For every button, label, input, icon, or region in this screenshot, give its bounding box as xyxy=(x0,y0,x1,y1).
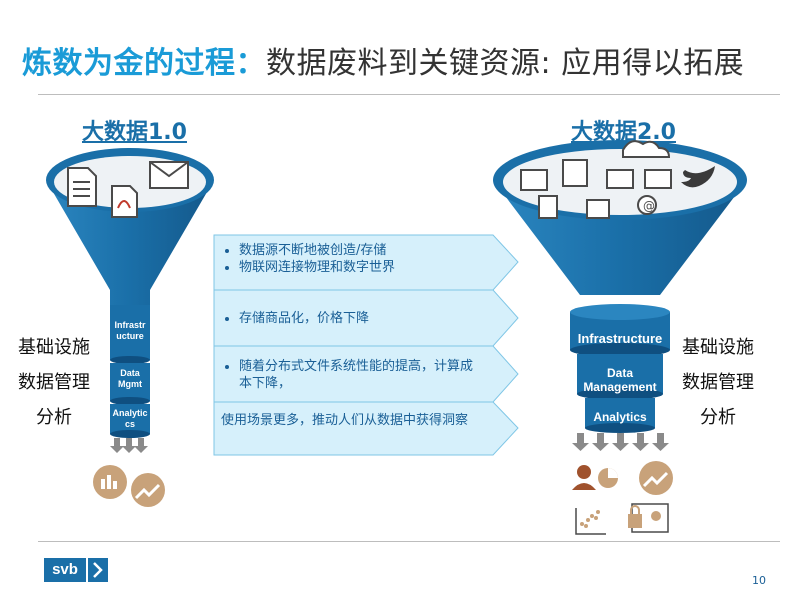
file-icon-2 xyxy=(586,199,610,219)
right-output-arrows xyxy=(572,433,669,451)
left-label-data-management: 数据管理 xyxy=(18,372,90,393)
left-heading: 大数据1.0 xyxy=(82,120,187,145)
svb-logo-text: svb xyxy=(44,558,86,582)
file-icon xyxy=(538,195,558,219)
left-label-infrastructure: 基础设施 xyxy=(18,337,90,358)
right-funnel-icons: @ xyxy=(520,140,715,219)
scatter-icon xyxy=(580,510,600,528)
svb-logo: svb xyxy=(44,558,108,582)
arrow-item-1: 数据源不断地被创造/存储 物联网连接物理和数字世界 xyxy=(221,242,491,276)
laptop-icon xyxy=(644,169,672,189)
arrow-shapes xyxy=(213,234,519,456)
left-layer-data-mgmt: Data Mgmt xyxy=(118,368,142,389)
arrow-item-4: 使用场景更多，推动人们从数据中获得洞察 xyxy=(221,413,469,428)
right-layer-infrastructure: Infrastructure xyxy=(577,331,663,346)
phone-icon xyxy=(562,159,588,187)
arrow-1-bullet-2: 物联网连接物理和数字世界 xyxy=(239,259,491,276)
arrow-3-bullet-1: 随着分布式文件系统性能的提高，计算成本下降， xyxy=(239,358,483,392)
right-layer-analytics: Analytics xyxy=(593,410,647,424)
arrow-item-2: 存储商品化，价格下降 xyxy=(221,310,491,327)
right-label-data-management: 数据管理 xyxy=(682,372,754,393)
bird-icon xyxy=(681,166,715,188)
monitor-icon xyxy=(606,169,634,189)
left-label-analytics: 分析 xyxy=(36,407,72,428)
title-rest: 数据废料到关键资源: 应用得以拓展 xyxy=(266,46,745,81)
at-symbol-icon: @ xyxy=(643,199,655,213)
title-accent: 炼数为金的过程： xyxy=(22,46,266,81)
trend-icon xyxy=(639,461,673,495)
arrow-1-bullet-1: 数据源不断地被创造/存储 xyxy=(239,242,491,259)
cloud-icon xyxy=(622,140,671,158)
lock-icon xyxy=(628,514,642,528)
people-icon xyxy=(577,465,591,479)
document-icon xyxy=(67,161,189,218)
image-icon xyxy=(520,169,548,191)
page-title: 炼数为金的过程：数据废料到关键资源: 应用得以拓展 xyxy=(22,38,744,82)
right-layer-data-management: Data Management xyxy=(583,366,657,394)
arrow-item-3: 随着分布式文件系统性能的提高，计算成本下降， xyxy=(221,358,483,392)
email-at-icon xyxy=(637,195,657,215)
chevron-right-icon xyxy=(88,558,108,582)
right-label-analytics: 分析 xyxy=(700,407,736,428)
left-layer-analytics: Analytic cs xyxy=(112,408,148,429)
footer-divider xyxy=(38,541,780,542)
arrow-list: 数据源不断地被创造/存储 物联网连接物理和数字世界 存储商品化，价格下降 随着分… xyxy=(213,234,525,456)
right-output-icons xyxy=(572,461,673,535)
left-output-arrows xyxy=(110,438,148,453)
right-label-infrastructure: 基础设施 xyxy=(682,337,754,358)
left-output-icons xyxy=(93,465,165,507)
arrow-2-bullet-1: 存储商品化，价格下降 xyxy=(239,310,491,327)
title-divider xyxy=(38,94,780,95)
page-number: 10 xyxy=(752,574,766,587)
left-layer-infrastructure: Infrastr ucture xyxy=(114,320,146,341)
